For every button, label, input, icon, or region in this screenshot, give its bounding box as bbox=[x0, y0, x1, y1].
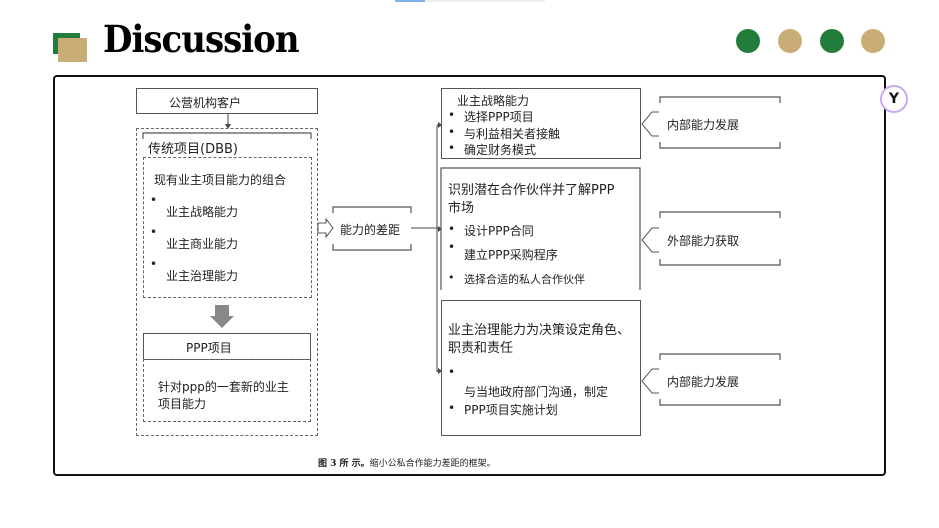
governance-title: 职责和责任 bbox=[448, 341, 514, 356]
client-label: 公营机构客户 bbox=[169, 96, 242, 110]
decor-dot-green-icon bbox=[736, 29, 760, 53]
bullet: • bbox=[150, 193, 158, 207]
governance-item: PPP项目实施计划 bbox=[464, 403, 558, 417]
figure-frame bbox=[53, 75, 886, 476]
traditional-item: 业主治理能力 bbox=[166, 269, 239, 283]
traditional-subtitle: 现有业主项目能力的组合 bbox=[154, 173, 287, 187]
scroll-track bbox=[425, 0, 545, 2]
traditional-capabilities bbox=[143, 157, 312, 298]
caption-text: 缩小公私合作能力差距的框架。 bbox=[369, 459, 496, 469]
governance-box bbox=[441, 300, 641, 436]
strategic-title: 业主战略能力 bbox=[457, 94, 530, 108]
strategic-item: 选择PPP项目 bbox=[464, 110, 534, 124]
ppp-capabilities bbox=[143, 359, 311, 422]
ppp-title: PPP项目 bbox=[186, 341, 232, 355]
ppp-box: PPP项目 bbox=[143, 333, 311, 360]
bullet: • bbox=[448, 365, 456, 379]
bullet: • bbox=[448, 240, 456, 254]
side-label-internal: 内部能力发展 bbox=[667, 375, 740, 389]
bullet: • bbox=[448, 141, 456, 155]
commercial-item: 建立PPP采购程序 bbox=[464, 248, 558, 262]
traditional-title: 传统项目(DBB) bbox=[148, 142, 238, 157]
client-box: 公营机构客户 bbox=[136, 88, 318, 114]
scroll-indicator bbox=[395, 0, 425, 2]
traditional-container bbox=[136, 128, 318, 436]
gap-label: 能力的差距 bbox=[340, 223, 401, 237]
governance-title: 业主治理能力为决策设定角色、 bbox=[448, 323, 631, 338]
title-square-tan-icon bbox=[58, 38, 87, 62]
traditional-item: 业主商业能力 bbox=[166, 237, 239, 251]
strategic-item: 确定财务模式 bbox=[464, 143, 537, 157]
side-label-internal: 内部能力发展 bbox=[667, 118, 740, 132]
caption-label: 图 3 所 示。 bbox=[318, 459, 370, 469]
commercial-title: 市场 bbox=[448, 201, 475, 216]
bullet: • bbox=[448, 108, 456, 122]
ppp-desc: 针对ppp的一套新的业主 bbox=[158, 380, 289, 394]
decor-dot-tan-icon bbox=[861, 29, 885, 53]
slide-title: Discussion bbox=[103, 18, 300, 62]
bullet: • bbox=[150, 257, 158, 271]
decor-dot-tan-icon bbox=[778, 29, 802, 53]
commercial-item: 选择合适的私人合作伙伴 bbox=[464, 273, 585, 286]
bullet: • bbox=[448, 222, 456, 236]
bullet: • bbox=[150, 225, 158, 239]
strategic-item: 与利益相关者接触 bbox=[464, 127, 561, 141]
traditional-item: 业主战略能力 bbox=[166, 205, 239, 219]
governance-item: 与当地政府部门沟通，制定 bbox=[464, 385, 609, 399]
bullet: • bbox=[448, 401, 456, 415]
commercial-title: 识别潜在合作伙伴并了解PPP bbox=[448, 183, 615, 198]
commercial-item: 设计PPP合同 bbox=[464, 224, 534, 238]
decor-dot-green-icon bbox=[820, 29, 844, 53]
bullet: • bbox=[448, 271, 455, 284]
figure-caption: 图 3 所 示。缩小公私合作能力差距的框架。 bbox=[318, 456, 496, 469]
ppp-desc: 项目能力 bbox=[158, 397, 207, 411]
strategic-box bbox=[441, 88, 641, 159]
brand-logo-icon[interactable]: Y bbox=[880, 85, 908, 113]
side-label-external: 外部能力获取 bbox=[667, 234, 740, 248]
bullet: • bbox=[448, 125, 456, 139]
